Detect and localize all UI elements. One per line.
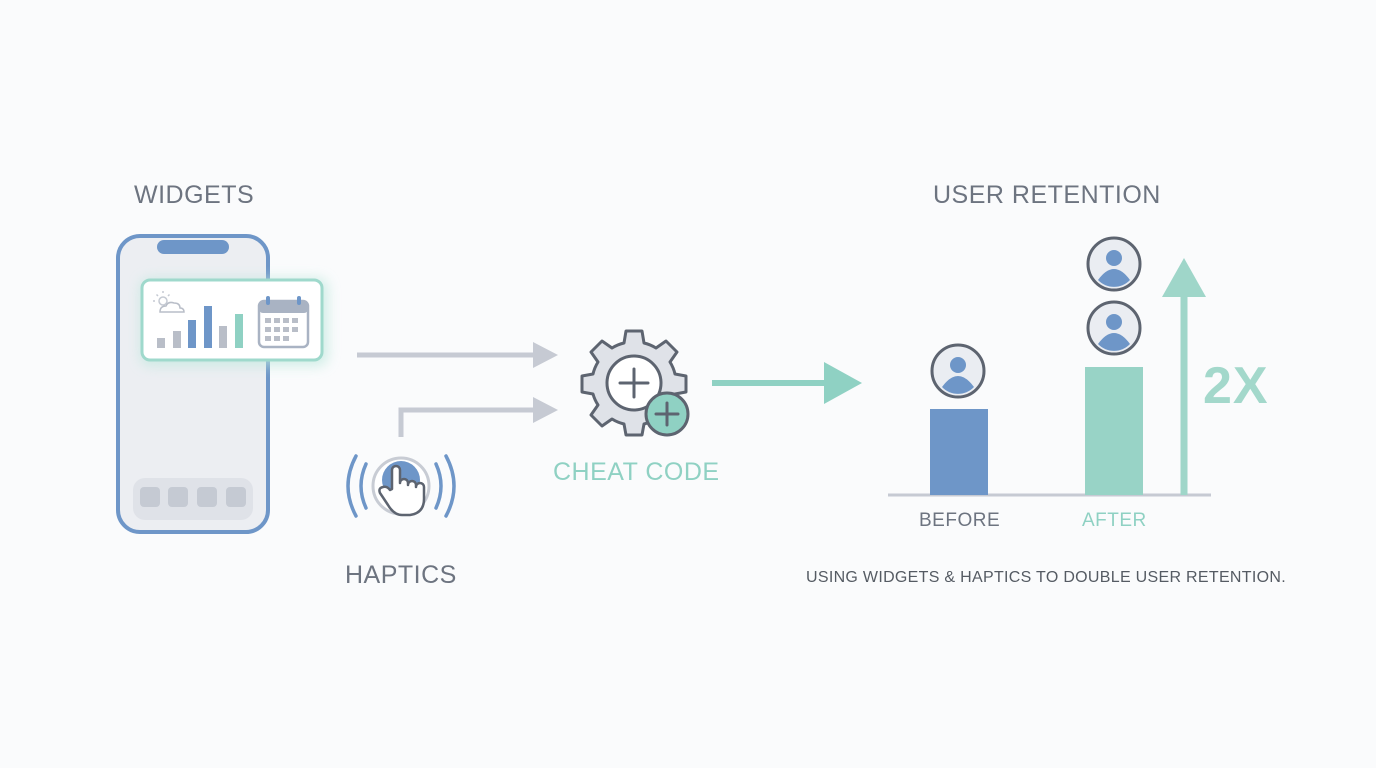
user-avatar-icon — [930, 343, 986, 399]
calendar-icon — [257, 296, 310, 349]
gear-plus-icon — [580, 329, 690, 437]
before-label: BEFORE — [919, 510, 1001, 531]
haptics-label: HAPTICS — [345, 561, 457, 589]
caption: USING WIDGETS & HAPTICS TO DOUBLE USER R… — [806, 569, 1286, 586]
multiplier-label: 2X — [1203, 357, 1269, 415]
user-avatar-icon — [1086, 300, 1142, 356]
haptics-arrow — [398, 397, 558, 437]
up-arrow-icon — [1162, 258, 1206, 495]
after-label: AFTER — [1082, 510, 1147, 531]
user-avatar-icon — [1086, 236, 1142, 292]
haptic-tap-icon — [346, 454, 456, 518]
after-bar — [1085, 367, 1143, 495]
widgets-arrow — [357, 342, 558, 368]
weather-icon — [153, 291, 185, 313]
bar-chart-icon — [157, 306, 243, 348]
retention-chart — [888, 236, 1211, 497]
user-retention-label: USER RETENTION — [933, 181, 1161, 209]
widget-card — [140, 278, 328, 366]
cheat-code-label: CHEAT CODE — [553, 458, 720, 486]
before-bar — [930, 409, 988, 495]
widgets-label: WIDGETS — [134, 181, 255, 209]
result-arrow — [712, 362, 862, 404]
